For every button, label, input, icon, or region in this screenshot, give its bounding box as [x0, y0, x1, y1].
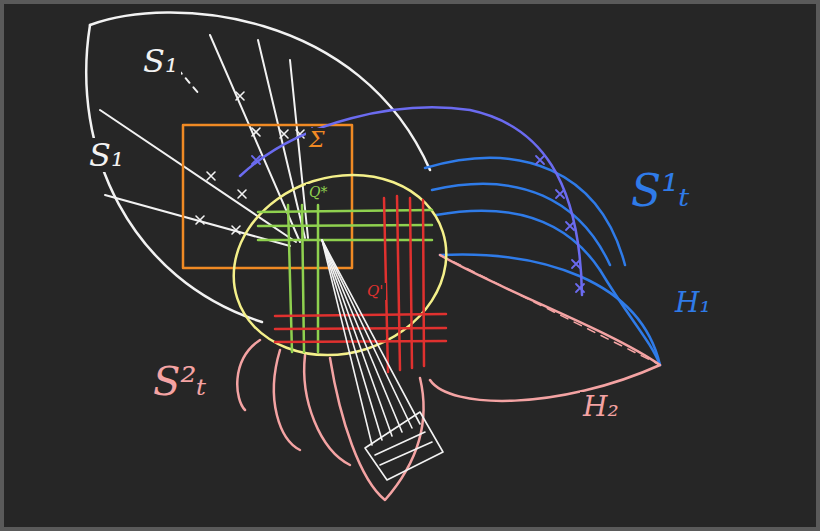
leaf-outline	[90, 12, 430, 170]
hypersurface-label: H₂	[580, 392, 622, 422]
neighbourhood-ellipse	[210, 148, 470, 382]
family-label: S¹ₜ	[628, 168, 693, 214]
chart-label: Q*	[306, 184, 330, 200]
set-label: S₁	[86, 138, 127, 172]
s2t-leaves	[237, 255, 660, 500]
family-label: S²ₜ	[150, 360, 209, 402]
s1t-leaves	[425, 158, 660, 365]
rays	[100, 35, 308, 246]
sigma-box	[183, 125, 352, 268]
set-label: S₁	[140, 44, 181, 78]
chart-label: Q'	[364, 283, 386, 300]
fan	[322, 240, 443, 480]
sigma-label: Σ	[306, 128, 328, 152]
leaf-outline	[86, 25, 262, 322]
hypersurface-label: H₁	[672, 288, 714, 318]
